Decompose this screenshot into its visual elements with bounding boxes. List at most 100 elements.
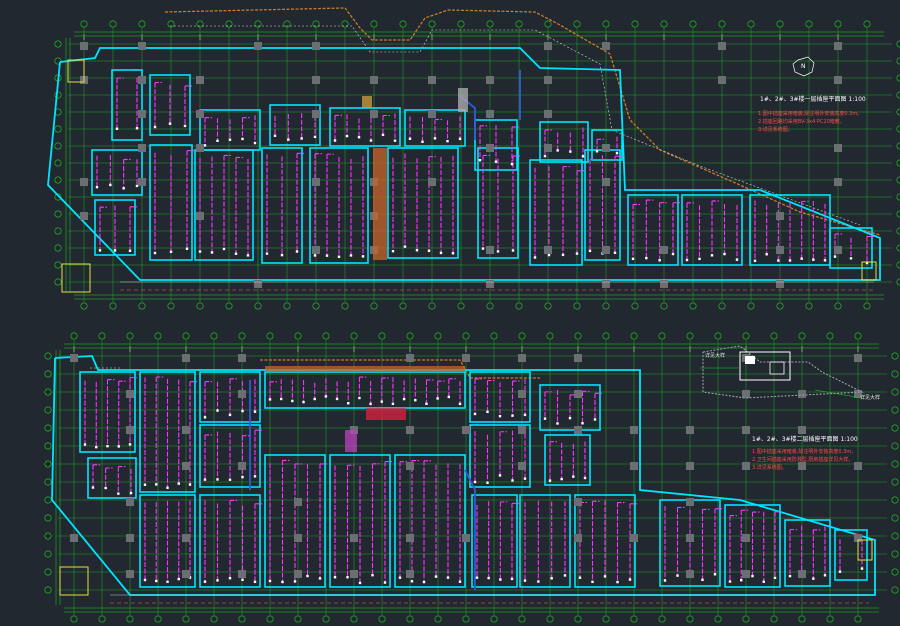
- upper-floor-plan: [47, 7, 900, 310]
- axis-bubble-left: [54, 125, 62, 133]
- socket-outlet: [185, 247, 189, 251]
- axis-bubble-top: [210, 332, 218, 340]
- socket-outlet: [349, 254, 353, 257]
- axis-bubble-left: [44, 370, 52, 378]
- socket-outlet: [268, 398, 272, 401]
- socket-outlet: [393, 139, 397, 142]
- socket-outlet: [333, 576, 337, 579]
- socket-outlet: [117, 492, 120, 495]
- exterior-wall: [47, 47, 881, 281]
- column: [406, 354, 414, 362]
- socket-outlet: [578, 576, 582, 579]
- socket-outlet: [812, 577, 815, 580]
- socket-outlet: [280, 253, 284, 257]
- column: [406, 426, 414, 434]
- axis-bubble-top: [602, 332, 610, 340]
- detail-equipment: [745, 356, 755, 364]
- socket-outlet: [234, 252, 238, 255]
- socket-outlet: [451, 252, 455, 255]
- upper-axis-grid: [65, 28, 892, 302]
- socket-outlet: [391, 402, 395, 406]
- lower-axis-bubbles: [44, 332, 899, 623]
- axis-bubble-bottom: [210, 615, 218, 623]
- axis-bubble-bottom: [182, 615, 190, 623]
- socket-outlet: [427, 249, 431, 252]
- socket-outlet: [537, 580, 540, 583]
- socket-outlet: [628, 578, 632, 581]
- axis-bubble-bottom: [834, 302, 842, 310]
- room-wall: [269, 104, 321, 146]
- axis-bubble-top: [266, 332, 274, 340]
- socket-outlet: [241, 137, 244, 141]
- axis-bubble-right: [891, 352, 899, 360]
- column: [238, 354, 246, 362]
- room-wall: [199, 109, 261, 151]
- socket-outlet: [268, 579, 272, 583]
- column: [798, 570, 806, 578]
- socket-outlet: [447, 395, 451, 399]
- axis-bubble-right: [891, 388, 899, 396]
- column: [630, 426, 638, 434]
- socket-outlet: [561, 253, 565, 257]
- axis-bubble-top: [434, 332, 442, 340]
- socket-outlet: [153, 125, 157, 129]
- axis-bubble-bottom: [138, 302, 146, 310]
- column: [602, 178, 610, 186]
- socket-outlet: [253, 410, 257, 413]
- column: [854, 462, 862, 470]
- axis-bubble-top: [574, 332, 582, 340]
- socket-outlet: [106, 445, 109, 448]
- axis-bubble-bottom: [399, 302, 407, 310]
- blue-wall: [464, 469, 476, 590]
- socket-outlet: [98, 249, 102, 252]
- detail-label-right: 详见大样: [860, 395, 881, 401]
- socket-outlet: [222, 247, 226, 251]
- column: [742, 426, 750, 434]
- column: [742, 462, 750, 470]
- socket-outlet: [357, 136, 361, 139]
- column: [742, 390, 750, 398]
- socket-outlet: [166, 580, 169, 584]
- socket-outlet: [361, 255, 365, 258]
- socket-outlet: [713, 573, 717, 576]
- axis-bubble-bottom: [602, 615, 610, 623]
- socket-outlet: [603, 575, 607, 578]
- axis-bubble-top: [462, 332, 470, 340]
- column: [70, 354, 78, 362]
- axis-bubble-bottom: [378, 615, 386, 623]
- axis-bubble-top: [126, 332, 134, 340]
- axis-bubble-top: [631, 20, 639, 28]
- socket-outlet: [83, 443, 87, 446]
- socket-outlet: [302, 400, 305, 404]
- socket-outlet: [177, 577, 180, 581]
- north-arrow-symbol: N: [792, 56, 815, 77]
- axis-bubble-top: [196, 20, 204, 28]
- socket-outlet: [422, 580, 426, 584]
- socket-outlet: [421, 140, 424, 143]
- socket-outlet: [511, 414, 514, 417]
- socket-outlet: [613, 251, 617, 255]
- column: [518, 426, 526, 434]
- socket-outlet: [543, 417, 547, 420]
- socket-outlet: [216, 139, 219, 142]
- column: [544, 110, 552, 118]
- socket-outlet: [486, 481, 489, 485]
- socket-outlet: [458, 402, 462, 406]
- axis-bubble-top: [154, 332, 162, 340]
- axis-bubble-top: [322, 332, 330, 340]
- axis-bubble-top: [138, 20, 146, 28]
- socket-outlet: [533, 256, 537, 259]
- axis-bubble-top: [490, 332, 498, 340]
- column: [294, 534, 302, 542]
- room-wall: [834, 529, 868, 581]
- axis-bubble-bottom: [283, 302, 291, 310]
- socket-outlet: [383, 581, 387, 584]
- socket-outlet: [751, 574, 754, 578]
- socket-outlet: [153, 251, 157, 255]
- socket-outlet: [345, 134, 349, 138]
- axis-bubble-bottom: [854, 615, 862, 623]
- socket-outlet: [740, 579, 743, 582]
- axis-bubble-left: [44, 388, 52, 396]
- socket-outlet: [511, 249, 515, 252]
